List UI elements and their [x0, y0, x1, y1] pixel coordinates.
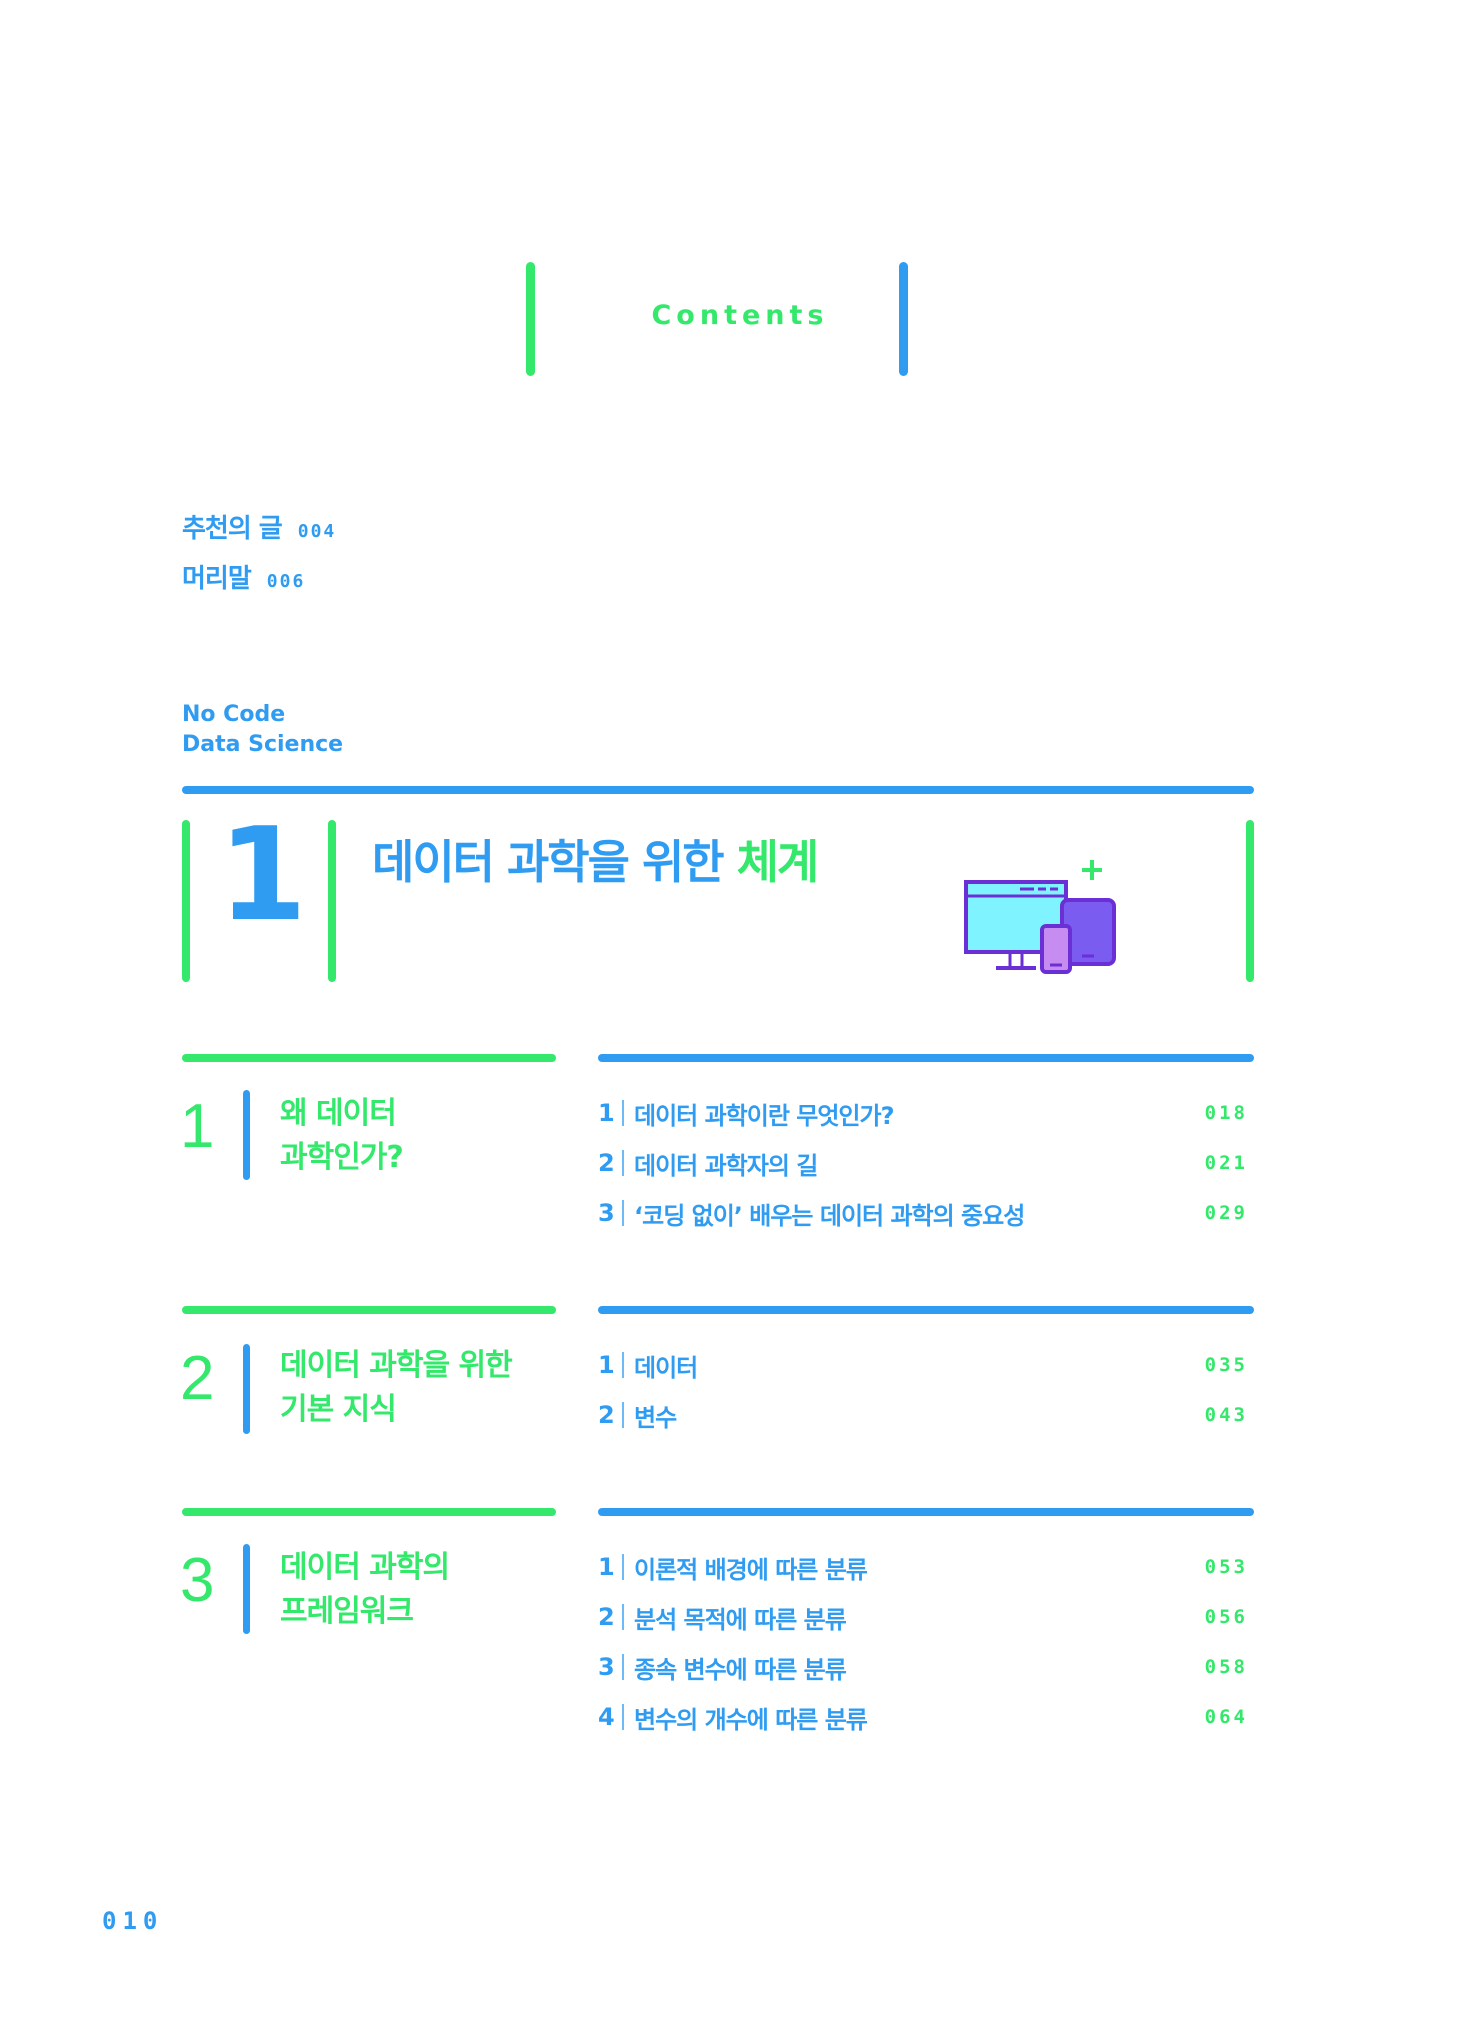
toc-entry-title: 변수의 개수에 따른 분류 [634, 1705, 868, 1734]
header-left-bar [526, 262, 535, 376]
front-matter-label: 추천의 글 [182, 514, 283, 544]
toc-entry-page: 043 [1204, 1404, 1248, 1426]
toc-entry-page: 058 [1204, 1656, 1248, 1678]
toc-entry-separator [622, 1554, 624, 1580]
toc-entry-separator [622, 1200, 624, 1226]
toc-entry[interactable]: 4 변수의 개수에 따른 분류 064 [598, 1697, 1248, 1737]
part-divider-bar [328, 820, 336, 982]
devices-icon [964, 860, 1116, 974]
chapter-rule-blue [598, 1306, 1254, 1314]
toc-entry-number: 2 [598, 1401, 615, 1429]
chapter-rule-blue [598, 1508, 1254, 1516]
toc-entry-page: 021 [1204, 1152, 1248, 1174]
toc-entry-separator [622, 1654, 624, 1680]
part-title: 데이터 과학을 위한 체계 [372, 826, 820, 892]
chapter-bar [243, 1544, 250, 1634]
toc-entry-number: 3 [598, 1653, 615, 1681]
chapter-title[interactable]: 데이터 과학을 위한 기본 지식 [280, 1344, 560, 1432]
chapter-title[interactable]: 데이터 과학의 프레임워크 [280, 1546, 560, 1634]
chapter-title-line-2: 기본 지식 [280, 1392, 397, 1427]
chapter-rule-green [182, 1306, 556, 1314]
toc-entry-title: 변수 [634, 1403, 677, 1432]
toc-entry-separator [622, 1100, 624, 1126]
toc-entry-title: 이론적 배경에 따른 분류 [634, 1555, 868, 1584]
toc-entry-number: 4 [598, 1703, 615, 1731]
toc-entry-title: 데이터 과학이란 무엇인가? [634, 1101, 895, 1130]
brand-line-2: Data Science [182, 732, 344, 757]
chapter-number: 1 [180, 1092, 215, 1161]
toc-entry-title: 데이터 과학자의 길 [634, 1151, 818, 1180]
toc-entry-title: ‘코딩 없이’ 배우는 데이터 과학의 중요성 [634, 1201, 1025, 1230]
front-matter-label: 머리말 [182, 564, 252, 594]
front-matter-page: 004 [297, 521, 337, 542]
toc-entry[interactable]: 1 이론적 배경에 따른 분류 053 [598, 1547, 1248, 1587]
toc-entry-number: 1 [598, 1553, 615, 1581]
chapter-number: 2 [180, 1344, 215, 1413]
toc-entry-number: 1 [598, 1351, 615, 1379]
chapter-bar [243, 1344, 250, 1434]
toc-entry-page: 029 [1204, 1202, 1248, 1224]
toc-entry[interactable]: 2 데이터 과학자의 길 021 [598, 1143, 1248, 1183]
brand-label: No Code Data Science [182, 700, 343, 760]
chapter-rule-blue [598, 1054, 1254, 1062]
toc-entry-separator [622, 1704, 624, 1730]
toc-entry-separator [622, 1150, 624, 1176]
page-title: Contents [651, 300, 829, 331]
chapter-number: 3 [180, 1546, 215, 1615]
chapter-title-line-1: 데이터 과학의 [280, 1550, 450, 1585]
toc-entry-separator [622, 1352, 624, 1378]
toc-entry-separator [622, 1604, 624, 1630]
toc-entry-title: 데이터 [634, 1353, 698, 1382]
plus-icon [1082, 860, 1102, 880]
toc-entry-page: 064 [1204, 1706, 1248, 1728]
toc-entry-separator [622, 1402, 624, 1428]
toc-entry[interactable]: 1 데이터 035 [598, 1345, 1248, 1385]
toc-entry-number: 2 [598, 1149, 615, 1177]
part-left-bar [182, 820, 190, 982]
front-matter-page: 006 [266, 571, 306, 592]
chapter-rule-green [182, 1508, 556, 1516]
page-number: 010 [102, 1907, 164, 1935]
toc-entry-page: 035 [1204, 1354, 1248, 1376]
part-right-bar [1246, 820, 1254, 982]
toc-entry[interactable]: 2 변수 043 [598, 1395, 1248, 1435]
toc-entry-number: 2 [598, 1603, 615, 1631]
toc-entry[interactable]: 3 종속 변수에 따른 분류 058 [598, 1647, 1248, 1687]
chapter-title-line-2: 과학인가? [280, 1140, 404, 1175]
toc-entry-page: 018 [1204, 1102, 1248, 1124]
header-right-bar [899, 262, 908, 376]
part-top-rule [182, 786, 1254, 794]
chapter-title[interactable]: 왜 데이터 과학인가? [280, 1092, 560, 1180]
toc-entry-title: 분석 목적에 따른 분류 [634, 1605, 847, 1634]
toc-entry-number: 1 [598, 1099, 615, 1127]
chapter-title-line-2: 프레임워크 [280, 1594, 414, 1629]
toc-entry[interactable]: 2 분석 목적에 따른 분류 056 [598, 1597, 1248, 1637]
front-matter-item[interactable]: 추천의 글 004 [182, 508, 336, 545]
toc-entry-number: 3 [598, 1199, 615, 1227]
toc-entry[interactable]: 3 ‘코딩 없이’ 배우는 데이터 과학의 중요성 029 [598, 1193, 1248, 1233]
chapter-rule-green [182, 1054, 556, 1062]
chapter-title-line-1: 왜 데이터 [280, 1096, 397, 1131]
chapter-title-line-1: 데이터 과학을 위한 [280, 1348, 513, 1383]
toc-entry-page: 053 [1204, 1556, 1248, 1578]
part-title-accent: 체계 [736, 835, 820, 889]
brand-line-1: No Code [182, 702, 286, 727]
chapter-bar [243, 1090, 250, 1180]
toc-entry-page: 056 [1204, 1606, 1248, 1628]
toc-entry-title: 종속 변수에 따른 분류 [634, 1655, 847, 1684]
part-number: 1 [218, 801, 308, 950]
toc-entry[interactable]: 1 데이터 과학이란 무엇인가? 018 [598, 1093, 1248, 1133]
front-matter-item[interactable]: 머리말 006 [182, 558, 305, 595]
part-title-main: 데이터 과학을 위한 [372, 835, 725, 889]
